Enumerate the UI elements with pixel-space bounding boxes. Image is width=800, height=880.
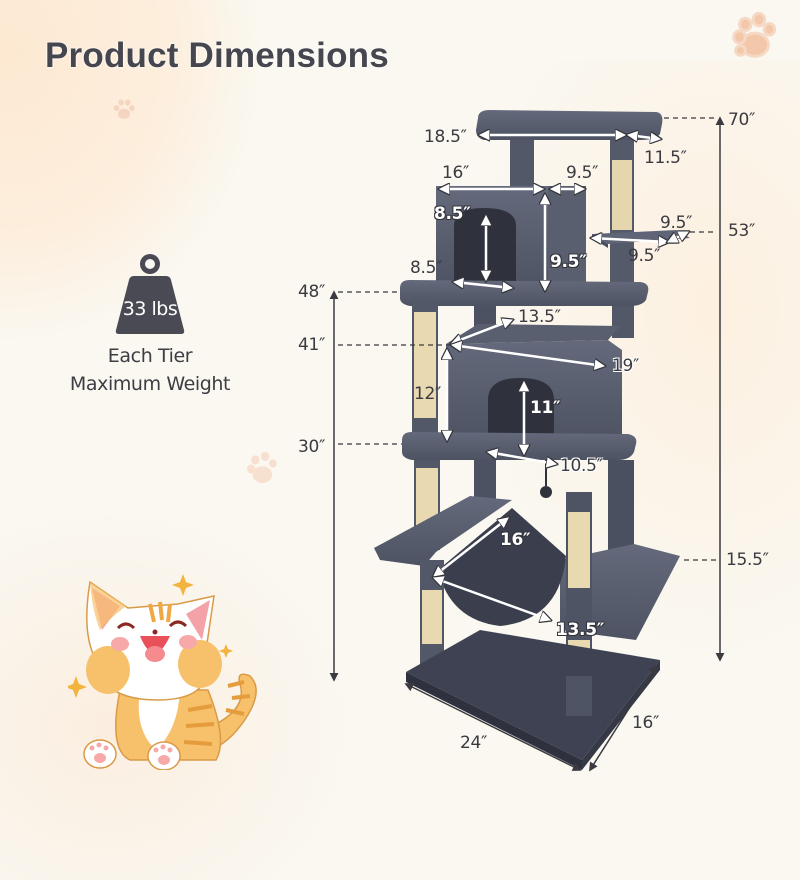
- upper-condo-length-label: 16″: [442, 163, 470, 183]
- height-41-label: 41″: [298, 335, 326, 355]
- weight-capacity-block: 33 lbs Each Tier Maximum Weight: [60, 250, 240, 398]
- height-total-label: 70″: [728, 110, 756, 130]
- side-step-width-label: 9.5″: [628, 246, 661, 266]
- upper-condo-height-label: 9.5″: [550, 252, 587, 272]
- paw-icon-mid: [247, 451, 277, 483]
- base-width-label: 16″: [632, 713, 660, 733]
- weight-caption-line2: Maximum Weight: [69, 373, 231, 395]
- weight-caption-line1: Each Tier: [107, 345, 193, 367]
- height-53-label: 53″: [728, 221, 756, 241]
- paw-icon-upper-left: [113, 99, 135, 119]
- height-30-label: 30″: [298, 437, 326, 457]
- lower-condo-length-label: 19″: [612, 356, 640, 376]
- lower-condo-door-width-label: 10.5″: [560, 456, 603, 476]
- weight-value: 33 lbs: [122, 298, 178, 320]
- upper-condo-door-width-label: 8.5″: [410, 258, 443, 278]
- paw-icon-top-right: [732, 11, 777, 58]
- weight-icon: 33 lbs: [104, 250, 196, 338]
- side-step-length-label: 9.5″: [660, 213, 693, 233]
- page-title: Product Dimensions: [45, 36, 389, 75]
- height-48-label: 48″: [298, 282, 326, 302]
- lower-condo-door-height-label: 11″: [530, 398, 561, 418]
- cat-tree-diagram: [329, 110, 725, 772]
- cat-mascot: [68, 574, 257, 770]
- base-length-label: 24″: [460, 733, 488, 753]
- height-15-5-label: 15.5″: [726, 550, 769, 570]
- upper-condo-door-height-label: 8.5″: [434, 204, 471, 224]
- top-perch-length-label: 18.5″: [424, 127, 467, 147]
- hammock-width-label: 13.5″: [556, 620, 605, 640]
- hammock-length-label: 16″: [500, 530, 531, 550]
- lower-condo-depth-label: 13.5″: [518, 307, 561, 327]
- upper-condo-width-label: 9.5″: [566, 163, 599, 183]
- lower-condo-height-label: 12″: [414, 384, 442, 404]
- top-perch-width-label: 11.5″: [644, 148, 687, 168]
